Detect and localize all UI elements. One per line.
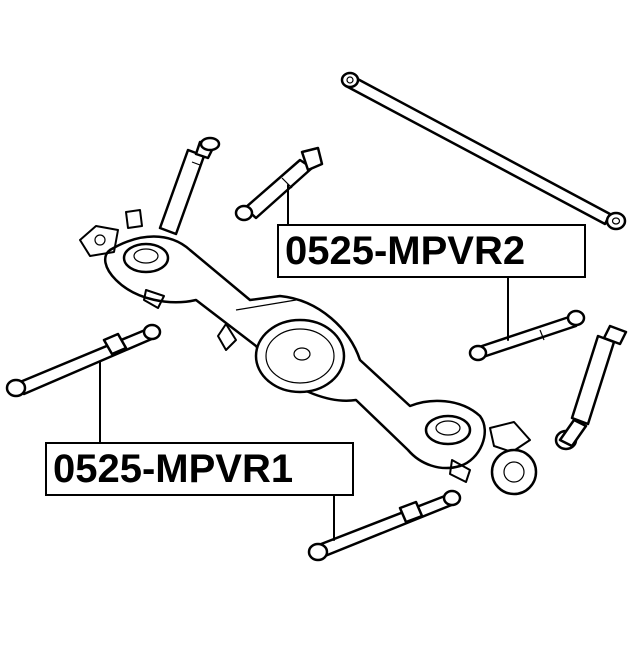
part-number-label-mpvr1: 0525-MPVR1 [45, 442, 354, 496]
left-long-link [5, 323, 162, 398]
right-lower-link [468, 309, 586, 362]
part-number-label-mpvr2: 0525-MPVR2 [277, 224, 586, 278]
lateral-rod [340, 71, 627, 231]
lower-long-link [307, 489, 462, 562]
shock-absorber-left [158, 136, 221, 236]
upper-short-link [234, 146, 324, 222]
shock-absorber-right [554, 324, 628, 451]
axle-housing [79, 209, 538, 496]
